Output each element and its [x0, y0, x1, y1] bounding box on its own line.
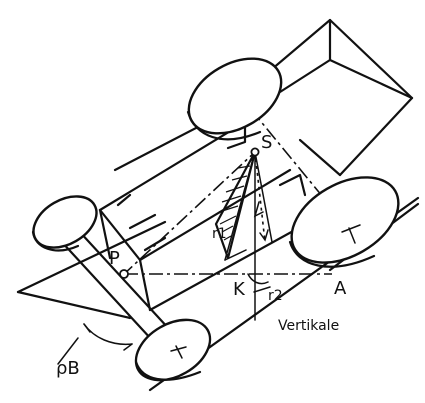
angle-marker — [57, 323, 133, 365]
label-k: K — [233, 279, 246, 300]
points — [119, 147, 260, 279]
wheel-rear-upper — [31, 195, 98, 252]
label-rho-b: ρB — [56, 358, 80, 379]
wheel-front-upper — [186, 57, 283, 141]
label-a: A — [334, 278, 347, 299]
label-vertikale: Vertikale — [278, 318, 339, 334]
label-r1: r1 — [212, 226, 227, 242]
label-r2: r2 — [268, 288, 283, 304]
wheels — [31, 57, 400, 382]
point-s — [250, 147, 260, 157]
label-s: S — [261, 132, 272, 153]
label-p: P — [109, 248, 120, 269]
wheel-front-lower — [288, 176, 400, 268]
hatched-triangle — [214, 150, 257, 260]
point-p — [119, 269, 129, 279]
wheel-rear-lower — [134, 318, 212, 382]
